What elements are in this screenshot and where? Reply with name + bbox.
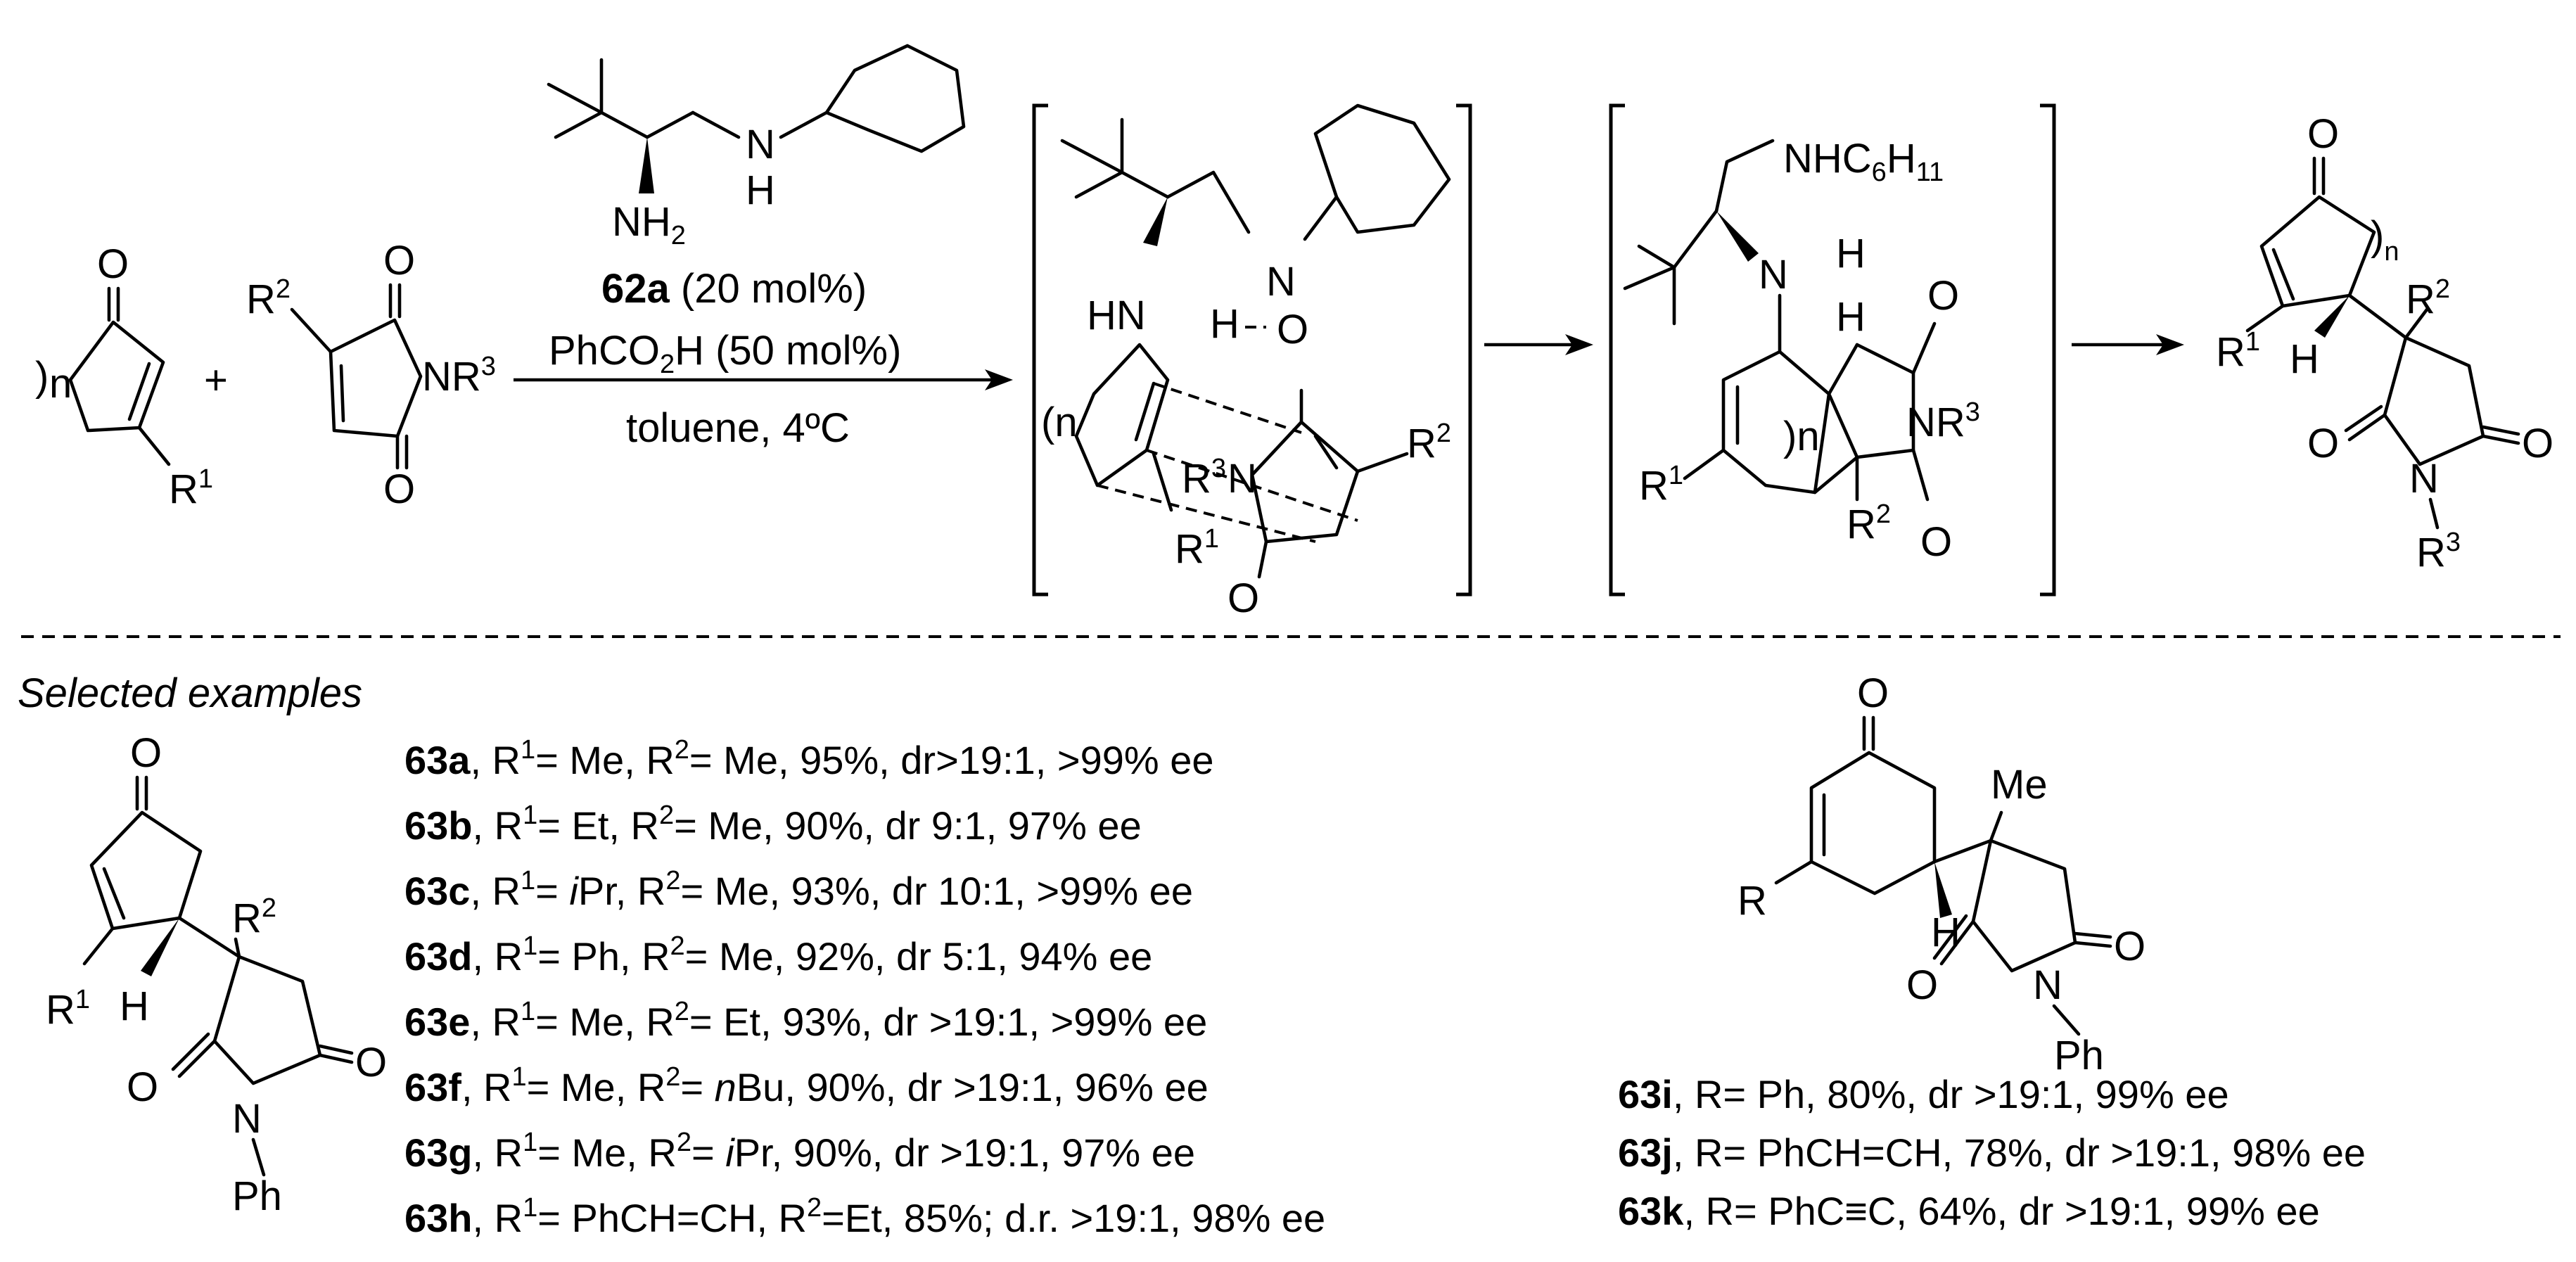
label-r1: R1	[1175, 524, 1219, 572]
example-63g: 63g, R1= Me, R2= iPr, 90%, dr >19:1, 97%…	[404, 1128, 1195, 1175]
atom-h: H	[2290, 336, 2319, 382]
label-me: Me	[1991, 762, 2048, 808]
label-hn: HN	[1087, 293, 1146, 338]
catalyst-62a-structure: N H NH2	[547, 44, 966, 250]
maleimide-reactant: O O R2 NR3	[246, 238, 496, 512]
atom-o: O	[1277, 307, 1308, 352]
atom-o: O	[2307, 111, 2339, 157]
atom-o: O	[130, 730, 162, 776]
examples-list-right: 63i, R= Ph, 80%, dr >19:1, 99% ee 63j, R=…	[1618, 1072, 2366, 1233]
label-r2: R2	[232, 893, 276, 941]
cyclopentenone-reactant: O ) n R1	[35, 241, 213, 512]
atom-h: H	[1836, 294, 1866, 340]
label-r: R	[1737, 878, 1767, 924]
label-nhc6h11: NHC6H11	[1783, 136, 1944, 187]
example-63j: 63j, R= PhCH=CH, 78%, dr >19:1, 98% ee	[1618, 1130, 2366, 1175]
atom-o: O	[127, 1064, 158, 1110]
ring-size-label: )n	[2371, 213, 2399, 267]
atom-o: O	[97, 241, 129, 287]
example-63f: 63f, R1= Me, R2= nBu, 90%, dr >19:1, 96%…	[404, 1062, 1209, 1109]
label-nr3: NR3	[1906, 397, 1980, 445]
label-ph: Ph	[232, 1173, 282, 1219]
examples-list-left: 63a, R1= Me, R2= Me, 95%, dr>19:1, >99% …	[404, 735, 1325, 1240]
atom-o: O	[383, 238, 415, 283]
label-ph: Ph	[2054, 1033, 2104, 1078]
atom-n: N	[2033, 962, 2062, 1008]
ring-size-label: (n	[1041, 400, 1078, 445]
atom-o: O	[1906, 962, 1938, 1008]
label-nr3: NR3	[422, 352, 496, 400]
example-63a: 63a, R1= Me, R2= Me, 95%, dr>19:1, >99% …	[404, 735, 1214, 782]
label-r2: R2	[1847, 499, 1891, 547]
example-63c: 63c, R1= iPr, R2= Me, 93%, dr 10:1, >99%…	[404, 866, 1193, 913]
atom-h: H	[1210, 301, 1239, 347]
plus-sign: +	[204, 357, 228, 403]
atom-n: N	[1759, 252, 1788, 298]
atom-o: O	[1920, 519, 1952, 565]
label-r2: R2	[246, 274, 291, 322]
transition-state-1: N HN H O (n R2 R3 N R1 O	[1032, 103, 1472, 621]
example-63h: 63h, R1= PhCH=CH, R2=Et, 85%; d.r. >19:1…	[404, 1193, 1325, 1240]
atom-h: H	[1931, 910, 1960, 955]
label-r2: R2	[1407, 419, 1451, 466]
ring-size-n: n	[49, 361, 72, 407]
example-structure-right: O R H Me O O N Ph	[1737, 670, 2145, 1078]
atom-o: O	[1927, 273, 1959, 319]
atom-n: N	[746, 122, 775, 167]
label-r1: R1	[46, 985, 90, 1033]
example-63e: 63e, R1= Me, R2= Et, 93%, dr >19:1, >99%…	[404, 997, 1207, 1044]
atom-h: H	[746, 167, 775, 213]
label-r1: R1	[169, 464, 213, 512]
example-63i: 63i, R= Ph, 80%, dr >19:1, 99% ee	[1618, 1072, 2229, 1116]
example-63b: 63b, R1= Et, R2= Me, 90%, dr 9:1, 97% ee	[404, 801, 1142, 848]
ring-size-paren: )	[35, 354, 49, 400]
label-r3: R3	[1182, 454, 1226, 502]
atom-n: N	[1228, 456, 1257, 502]
label-nh2: NH2	[612, 199, 686, 250]
example-63k: 63k, R= PhC≡C, 64%, dr >19:1, 99% ee	[1618, 1189, 2320, 1233]
atom-h: H	[120, 983, 149, 1029]
intermediate-adduct: NHC6H11 N H H O NR3 O )n R1 R2	[1609, 103, 2056, 597]
atom-o: O	[355, 1040, 387, 1085]
conditions-solvent: toluene, 4ºC	[626, 405, 850, 451]
example-63d: 63d, R1= Ph, R2= Me, 92%, dr 5:1, 94% ee	[404, 931, 1152, 979]
label-r1: R1	[1639, 461, 1683, 509]
product-general: O )n R1 H R2 O O N R3	[2216, 111, 2553, 575]
example-structure-left: O R1 H R2 O O N Ph	[46, 730, 387, 1219]
atom-o: O	[2307, 421, 2339, 466]
ring-size-label: )n	[1783, 414, 1820, 459]
label-r3: R3	[2416, 528, 2461, 575]
label-r1: R1	[2216, 327, 2260, 375]
label-r2: R2	[2406, 274, 2450, 322]
conditions-catalyst: 62a (20 mol%)	[601, 266, 867, 312]
atom-o: O	[1857, 670, 1889, 716]
atom-o: O	[2522, 421, 2553, 466]
atom-n: N	[232, 1096, 262, 1142]
atom-o: O	[2114, 924, 2145, 969]
atom-n: N	[1266, 259, 1296, 305]
conditions-acid: PhCO2H (50 mol%)	[549, 328, 901, 379]
atom-h: H	[1836, 231, 1866, 276]
atom-o: O	[1228, 575, 1259, 621]
section-title: Selected examples	[18, 670, 362, 716]
atom-n: N	[2409, 456, 2439, 502]
atom-o: O	[383, 466, 415, 512]
